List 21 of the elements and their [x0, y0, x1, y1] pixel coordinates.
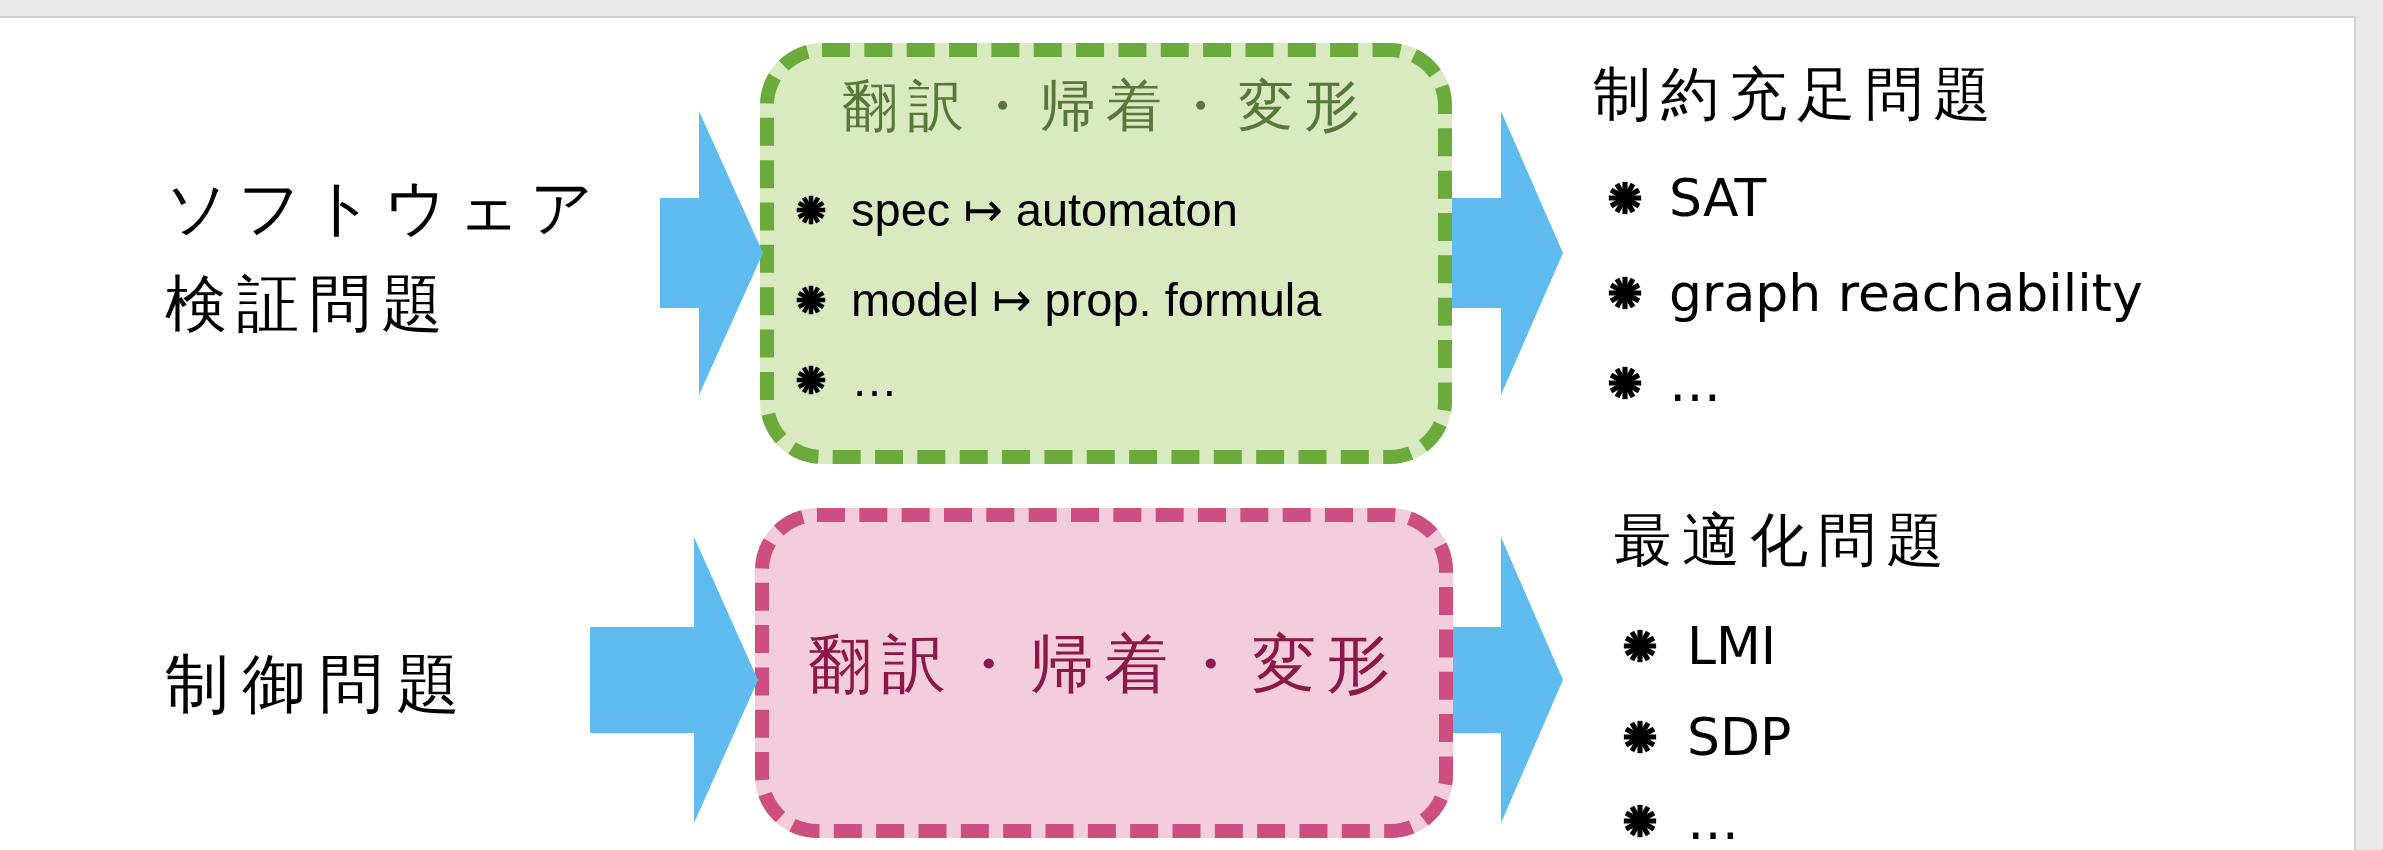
problem-label: ソフトウェア検証問題	[165, 160, 660, 360]
block-arrow	[1453, 537, 1563, 823]
list-item: SDP	[1687, 706, 1792, 769]
list-item: graph reachability	[1669, 262, 2143, 325]
list-item: …	[1669, 352, 1721, 415]
list-item: …	[851, 352, 898, 408]
process-box	[760, 43, 1452, 464]
list-item: model ↦ prop. formula	[851, 272, 1322, 328]
problem-label: 制御問題	[165, 540, 590, 820]
list-item: LMI	[1687, 615, 1777, 678]
list-heading: 制約充足問題	[1593, 59, 2001, 130]
box-heading: 翻訳・帰着・変形	[841, 72, 1371, 140]
box-heading: 翻訳・帰着・変形	[807, 626, 1401, 703]
block-arrow	[660, 111, 763, 395]
block-arrow	[590, 537, 758, 823]
list-item: SAT	[1669, 167, 1767, 230]
list-item: spec ↦ automaton	[851, 182, 1238, 238]
list-heading: 最適化問題	[1614, 505, 1954, 576]
list-item: …	[1687, 790, 1739, 850]
process-box	[755, 508, 1453, 838]
block-arrow	[1452, 111, 1563, 395]
